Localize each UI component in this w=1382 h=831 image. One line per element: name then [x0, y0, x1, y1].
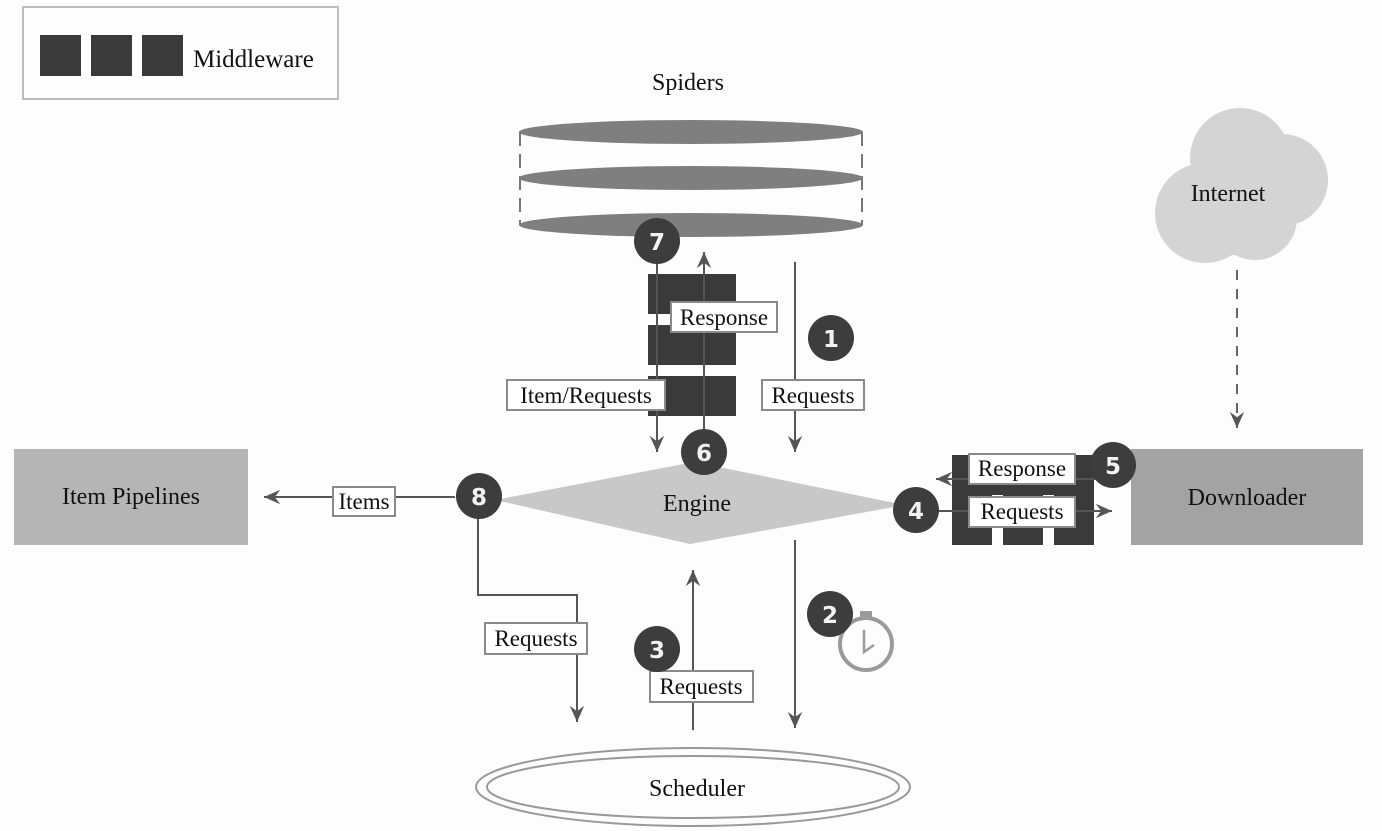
label-downloader-response: Response	[978, 456, 1066, 481]
svg-text:6: 6	[696, 441, 712, 467]
scheduler-label: Scheduler	[649, 776, 745, 802]
spider-disk	[519, 120, 863, 144]
svg-text:4: 4	[908, 499, 924, 525]
step-badge-6: 6	[681, 429, 727, 475]
legend-middleware-swatch	[142, 35, 183, 76]
spider-disk	[519, 166, 863, 190]
item-pipelines-label: Item Pipelines	[62, 484, 200, 510]
spiders: Spiders	[519, 70, 863, 237]
legend: Middleware	[22, 6, 339, 100]
engine-label: Engine	[663, 491, 731, 517]
svg-text:3: 3	[649, 638, 665, 664]
label-downloader-requests: Requests	[980, 499, 1063, 524]
svg-text:5: 5	[1105, 454, 1121, 480]
step-badge-7: 7	[634, 218, 680, 264]
label-step3-requests: Requests	[659, 674, 742, 699]
svg-text:2: 2	[822, 603, 838, 629]
downloader-label: Downloader	[1188, 485, 1307, 511]
svg-text:7: 7	[649, 230, 665, 256]
scheduler: Scheduler	[475, 747, 911, 827]
spiders-title: Spiders	[652, 70, 724, 96]
item-pipelines: Item Pipelines	[14, 449, 248, 545]
step-badge-1: 1	[808, 315, 854, 361]
item-pipelines-box	[14, 449, 248, 545]
svg-text:8: 8	[471, 485, 487, 511]
label-spider-response: Response	[680, 305, 768, 330]
step-badge-2: 2	[807, 591, 853, 637]
scheduler-inner-ring	[486, 755, 900, 819]
label-items: Items	[338, 489, 389, 514]
spider-disk	[519, 213, 863, 237]
legend-label: Middleware	[193, 46, 314, 73]
engine: Engine	[495, 462, 905, 544]
downloader-box	[1131, 449, 1363, 545]
internet-cloud: Internet	[1155, 108, 1328, 428]
engine-diamond	[495, 462, 905, 544]
flow-labels: Response Item/Requests Requests Items Re…	[332, 301, 1076, 703]
step-badge-8: 8	[456, 473, 502, 519]
step-badge-5: 5	[1090, 442, 1136, 488]
legend-middleware-swatch	[91, 35, 132, 76]
cloud-icon	[1155, 108, 1328, 263]
legend-middleware-swatch	[40, 35, 81, 76]
arrow-step8-requests	[477, 510, 585, 722]
step-badge-4: 4	[893, 487, 939, 533]
downloader: Downloader	[1131, 449, 1363, 545]
label-step8-requests: Requests	[494, 626, 577, 651]
stopwatch-icon	[838, 611, 894, 672]
label-step1-requests: Requests	[771, 383, 854, 408]
label-item-requests: Item/Requests	[520, 383, 652, 408]
scheduler-outer-ring	[475, 747, 911, 827]
svg-text:1: 1	[823, 327, 839, 353]
step-badge-3: 3	[634, 626, 680, 672]
step-badges: 1 2 3 4 5 6 7 8	[456, 218, 1136, 672]
internet-label: Internet	[1191, 181, 1266, 207]
